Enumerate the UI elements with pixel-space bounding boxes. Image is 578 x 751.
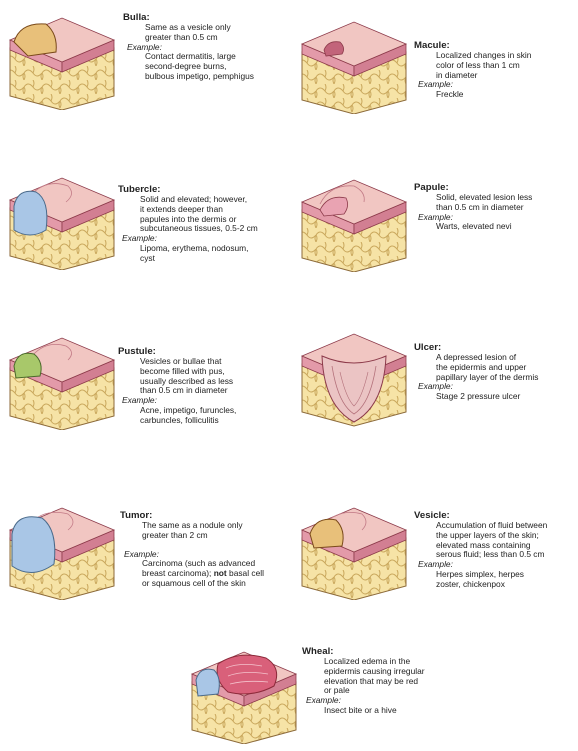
tumor-example-3: or squamous cell of the skin (120, 579, 264, 589)
tumor-example-2a: breast carcinoma); (142, 568, 214, 578)
lesion-wheal: Wheal: Localized edema in the epidermis … (180, 640, 480, 751)
tumor-example-2b: basal cell (227, 568, 264, 578)
lesion-papule: Papule: Solid, elevated lesion less than… (290, 160, 578, 300)
macule-example-1: Freckle (414, 90, 531, 100)
wheal-edema (217, 655, 277, 694)
bulla-illustration (6, 10, 118, 110)
tubercle-mass (14, 191, 47, 235)
wheal-fluid (196, 669, 219, 696)
vesicle-fluid (310, 519, 343, 548)
wheal-example-1: Insect bite or a hive (302, 706, 425, 716)
lesion-bulla: Bulla: Same as a vesicle only greater th… (0, 0, 290, 130)
macule-illustration (298, 14, 410, 114)
vesicle-illustration (298, 500, 410, 600)
lesion-vesicle: Vesicle: Accumulation of fluid between t… (290, 490, 578, 630)
bulla-example-3: bulbous impetigo, pemphigus (123, 72, 254, 82)
papule-illustration (298, 172, 410, 272)
wheal-desc-3: elevation that may be red (302, 677, 425, 687)
pustule-illustration (6, 330, 118, 430)
papule-example-1: Warts, elevated nevi (414, 222, 532, 232)
pustule-pus (14, 353, 41, 378)
wheal-illustration (188, 644, 300, 744)
tubercle-example-2: cyst (118, 254, 258, 264)
tumor-desc-2: greater than 2 cm (120, 531, 264, 541)
lesion-macule: Macule: Localized changes in skin color … (290, 0, 578, 130)
tubercle-illustration (6, 170, 118, 270)
vesicle-example-2: zoster, chickenpox (414, 580, 547, 590)
tumor-mass (12, 517, 55, 573)
lesion-tumor: Tumor: The same as a nodule only greater… (0, 490, 290, 630)
ulcer-illustration (298, 326, 410, 438)
ulcer-example-1: Stage 2 pressure ulcer (414, 392, 538, 402)
lesion-tubercle: Tubercle: Solid and elevated; however, i… (0, 160, 290, 300)
tubercle-example-1: Lipoma, erythema, nodosum, (118, 244, 258, 254)
macule-example-label: Example: (414, 80, 531, 90)
tumor-example-not: not (214, 568, 227, 578)
pustule-example-2: carbuncles, folliculitis (118, 416, 236, 426)
tumor-illustration (6, 500, 118, 600)
lesion-pustule: Pustule: Vesicles or bullae that become … (0, 320, 290, 460)
lesion-ulcer: Ulcer: A depressed lesion of the epiderm… (290, 320, 578, 460)
